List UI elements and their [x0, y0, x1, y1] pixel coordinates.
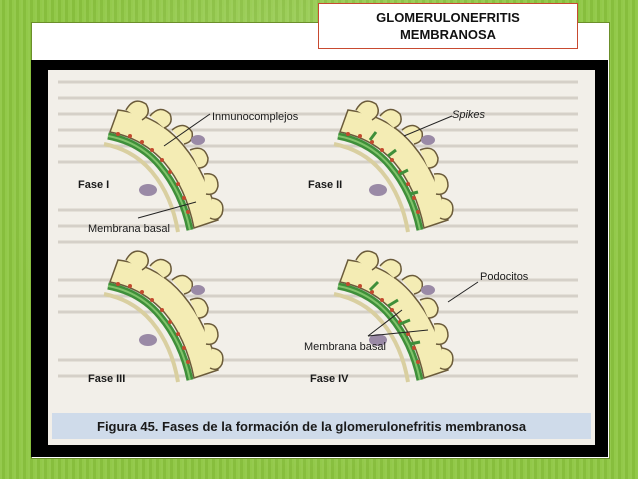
label-podocitos: Podocitos: [480, 271, 529, 283]
panel-fase-2: [334, 101, 453, 232]
figure-caption: Figura 45. Fases de la formación de la g…: [52, 413, 591, 439]
label-fase-1: Fase I: [78, 179, 109, 191]
label-membrana-basal-2: Membrana basal: [304, 341, 386, 353]
slide-title: GLOMERULONEFRITIS MEMBRANOSA: [318, 3, 578, 49]
glomerulonephritis-diagram: Inmunocomplejos Spikes Fase I Fase II Me…: [58, 80, 578, 445]
label-fase-3: Fase III: [88, 373, 125, 385]
figure-image: Inmunocomplejos Spikes Fase I Fase II Me…: [48, 70, 595, 445]
slide-title-line2: MEMBRANOSA: [399, 27, 497, 42]
label-fase-2: Fase II: [308, 179, 342, 191]
panel-fase-1: [104, 101, 223, 232]
label-fase-4: Fase IV: [310, 373, 349, 385]
slide-title-line1: GLOMERULONEFRITIS: [376, 10, 520, 25]
label-inmunocomplejos: Inmunocomplejos: [212, 111, 299, 123]
panel-fase-3: [104, 251, 223, 382]
label-membrana-basal-1: Membrana basal: [88, 223, 170, 235]
label-spikes: Spikes: [452, 109, 486, 121]
